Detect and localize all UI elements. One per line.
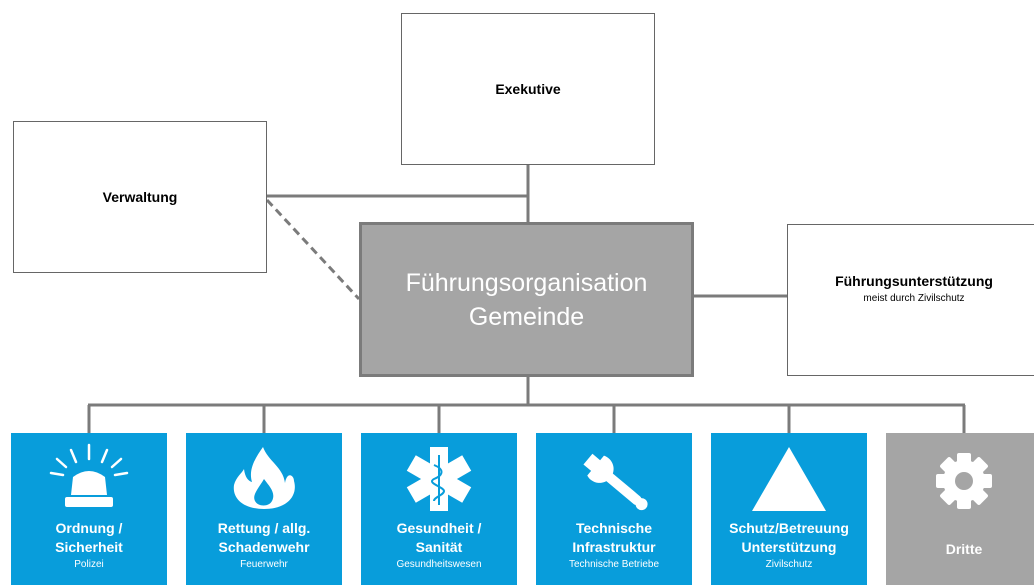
unit-dritte: Dritte	[886, 433, 1034, 585]
unit-gesundheit-sanitaet: Gesundheit / Sanität Gesundheitswesen	[361, 433, 517, 585]
civil-protection-triangle-icon	[752, 447, 826, 511]
unit-sublabel: Technische Betriebe	[568, 559, 660, 570]
fuehrungsunterstuetzung-label: Führungsunterstützung	[835, 273, 993, 289]
police-beacon-icon	[49, 443, 129, 507]
unit-label: Ordnung / Sicherheit	[55, 520, 123, 555]
unit-label: Gesundheit / Sanität	[396, 520, 482, 555]
wrench-icon	[583, 453, 648, 511]
unit-label: Rettung / allg. Schadenwehr	[217, 520, 311, 555]
main-label-line2: Gemeinde	[468, 302, 585, 331]
main-label-line1: Führungsorganisation	[405, 268, 648, 297]
connector-verwaltung-dashed	[265, 198, 361, 301]
unit-label: Technische Infrastruktur	[572, 520, 656, 555]
verwaltung-box: Verwaltung	[13, 121, 267, 273]
unit-sublabel: Zivilschutz	[765, 559, 813, 570]
unit-schutz-betreuung: Schutz/Betreuung Unterstützung Zivilschu…	[711, 433, 867, 585]
flame-icon	[233, 447, 295, 509]
fuehrungsunterstuetzung-sublabel: meist durch Zivilschutz	[863, 293, 965, 304]
unit-sublabel: Feuerwehr	[240, 559, 288, 570]
fuehrungsorganisation-box: Führungsorganisation Gemeinde	[359, 222, 694, 377]
exekutive-box: Exekutive	[401, 13, 655, 165]
unit-label: Schutz/Betreuung Unterstützung	[729, 520, 849, 555]
unit-sublabel: Polizei	[74, 559, 104, 570]
unit-ordnung-sicherheit: Ordnung / Sicherheit Polizei	[11, 433, 167, 585]
unit-rettung-schadenwehr: Rettung / allg. Schadenwehr Feuerwehr	[186, 433, 342, 585]
star-of-life-icon	[406, 447, 472, 511]
exekutive-label: Exekutive	[495, 81, 561, 97]
verwaltung-label: Verwaltung	[102, 189, 178, 205]
unit-sublabel: Gesundheitswesen	[396, 559, 482, 570]
unit-label: Dritte	[945, 541, 983, 557]
unit-technische-infrastruktur: Technische Infrastruktur Technische Betr…	[536, 433, 692, 585]
gear-icon	[936, 453, 992, 509]
fuehrungsunterstuetzung-box: Führungsunterstützung meist durch Zivils…	[787, 224, 1034, 376]
